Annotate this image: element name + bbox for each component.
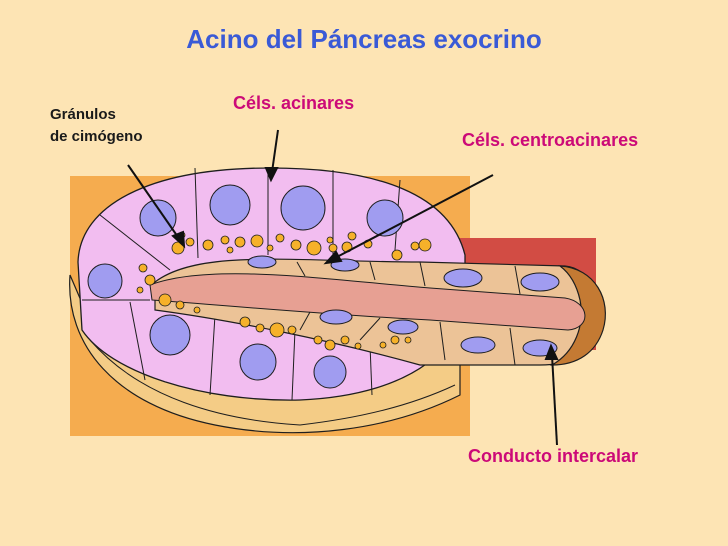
acinus-base-outline [299,384,456,426]
duct-lumen [149,273,586,331]
label-centroacinar-cells: Céls. centroacinares [462,130,639,150]
centroacinares-arrowhead [323,250,343,265]
label-intercalated-duct: Conducto intercalar [468,446,639,466]
duct-cell-dividers [296,261,521,366]
label-zymogen-granules: Gránulos de cimógeno [50,106,143,145]
pointer-arrows [127,129,559,446]
granulos-arrowhead [171,230,186,249]
conducto-pointer [551,354,558,446]
acinar-nuclei [87,184,404,389]
acinus-base-outline [89,339,301,426]
centroacinares-pointer [334,174,494,259]
label-acinar-cells: Céls. acinares [233,93,355,113]
slide-title: Acino del Páncreas exocrino [186,24,542,54]
acinares-pointer [271,129,279,173]
duct-rim [549,265,606,366]
acinar-cell-dividers [82,167,401,401]
acinares-arrowhead [264,167,279,183]
granulos-pointer [127,164,181,241]
conducto-arrowhead [544,343,559,360]
